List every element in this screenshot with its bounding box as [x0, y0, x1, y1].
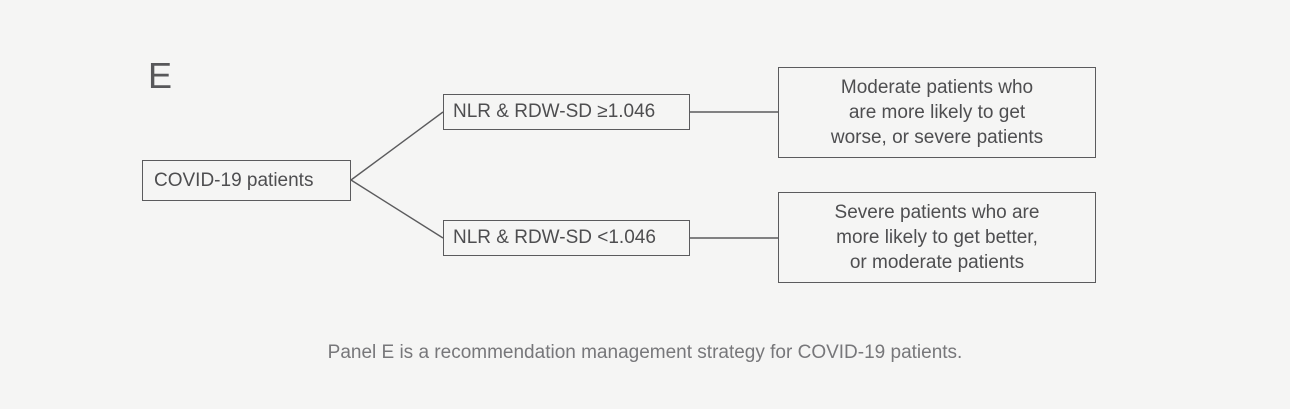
panel-label: E — [148, 55, 173, 96]
node-condition-low: NLR & RDW-SD <1.046 — [443, 220, 690, 256]
edge-root-to-condition-low — [350, 179, 444, 239]
edge-root-to-condition-high — [350, 111, 444, 181]
node-outcome-low-label: Severe patients who are more likely to g… — [834, 202, 1040, 273]
node-condition-high: NLR & RDW-SD ≥1.046 — [443, 94, 690, 130]
node-root-label: COVID-19 patients — [154, 169, 314, 191]
node-outcome-high: Moderate patients who are more likely to… — [778, 67, 1096, 158]
node-condition-low-label: NLR & RDW-SD <1.046 — [453, 227, 656, 248]
node-outcome-high-label: Moderate patients who are more likely to… — [830, 77, 1044, 148]
node-condition-high-label: NLR & RDW-SD ≥1.046 — [453, 101, 656, 122]
node-root: COVID-19 patients — [142, 160, 351, 201]
figure-caption: Panel E is a recommendation management s… — [327, 342, 963, 363]
node-outcome-low: Severe patients who are more likely to g… — [778, 192, 1096, 283]
